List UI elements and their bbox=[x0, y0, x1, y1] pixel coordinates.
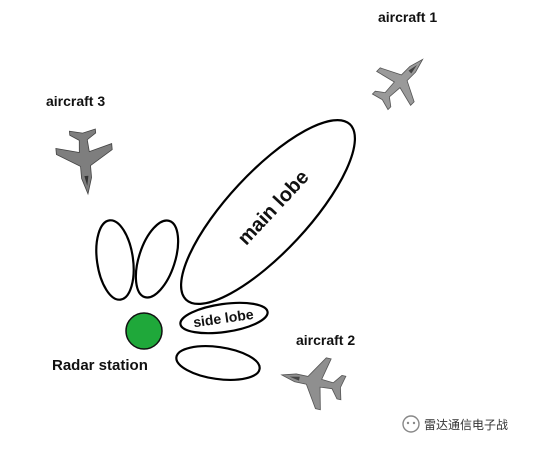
aircraft-2-label: aircraft 2 bbox=[296, 332, 356, 348]
lower-side-lobe bbox=[175, 345, 261, 381]
aircraft-1-label: aircraft 1 bbox=[378, 9, 438, 25]
aircraft-1-icon bbox=[371, 58, 424, 111]
radar-station-label: Radar station bbox=[52, 357, 148, 374]
aircraft-2-icon bbox=[280, 357, 347, 411]
wechat-icon bbox=[402, 415, 420, 433]
radar-station-marker bbox=[125, 312, 163, 350]
watermark-text: 雷达通信电子战 bbox=[424, 418, 509, 432]
side-lobe bbox=[179, 301, 269, 335]
aircraft-3-icon bbox=[55, 128, 113, 196]
back-lobe-right bbox=[134, 219, 180, 299]
main-lobe bbox=[179, 118, 357, 306]
back-lobe-left bbox=[95, 219, 135, 301]
aircraft-3-label: aircraft 3 bbox=[46, 93, 106, 109]
